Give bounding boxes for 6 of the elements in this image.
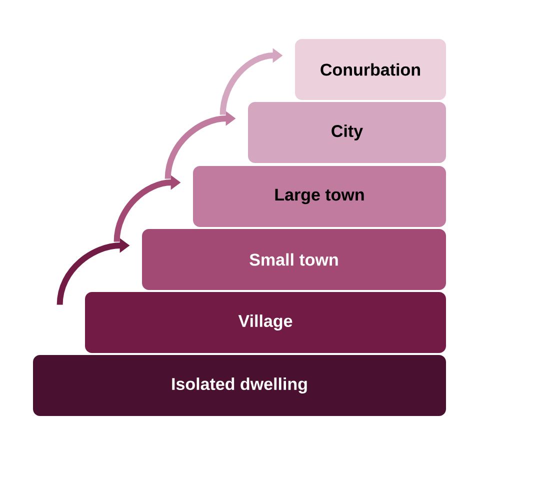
step-box: Isolated dwelling [33,355,446,416]
step-box: City [248,102,446,163]
step-box: Village [85,292,446,353]
step-box: Large town [193,166,446,227]
step-box: Small town [142,229,446,290]
step-box: Conurbation [295,39,446,100]
